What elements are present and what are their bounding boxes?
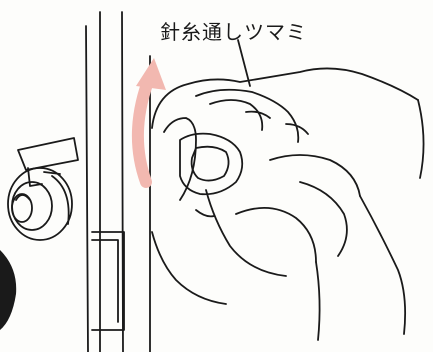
frame-line-inner-right <box>121 11 124 352</box>
lower-panel <box>91 231 125 331</box>
curved-arrow-up-icon <box>131 58 166 188</box>
needle-threader-knob <box>7 137 79 241</box>
hand-drawing <box>151 67 425 341</box>
callout-leader-line <box>237 39 251 87</box>
frame-line-outer <box>85 25 89 352</box>
needle-threader-knob-label: 針糸通しツマミ <box>160 20 307 44</box>
handwheel-edge <box>0 250 17 330</box>
